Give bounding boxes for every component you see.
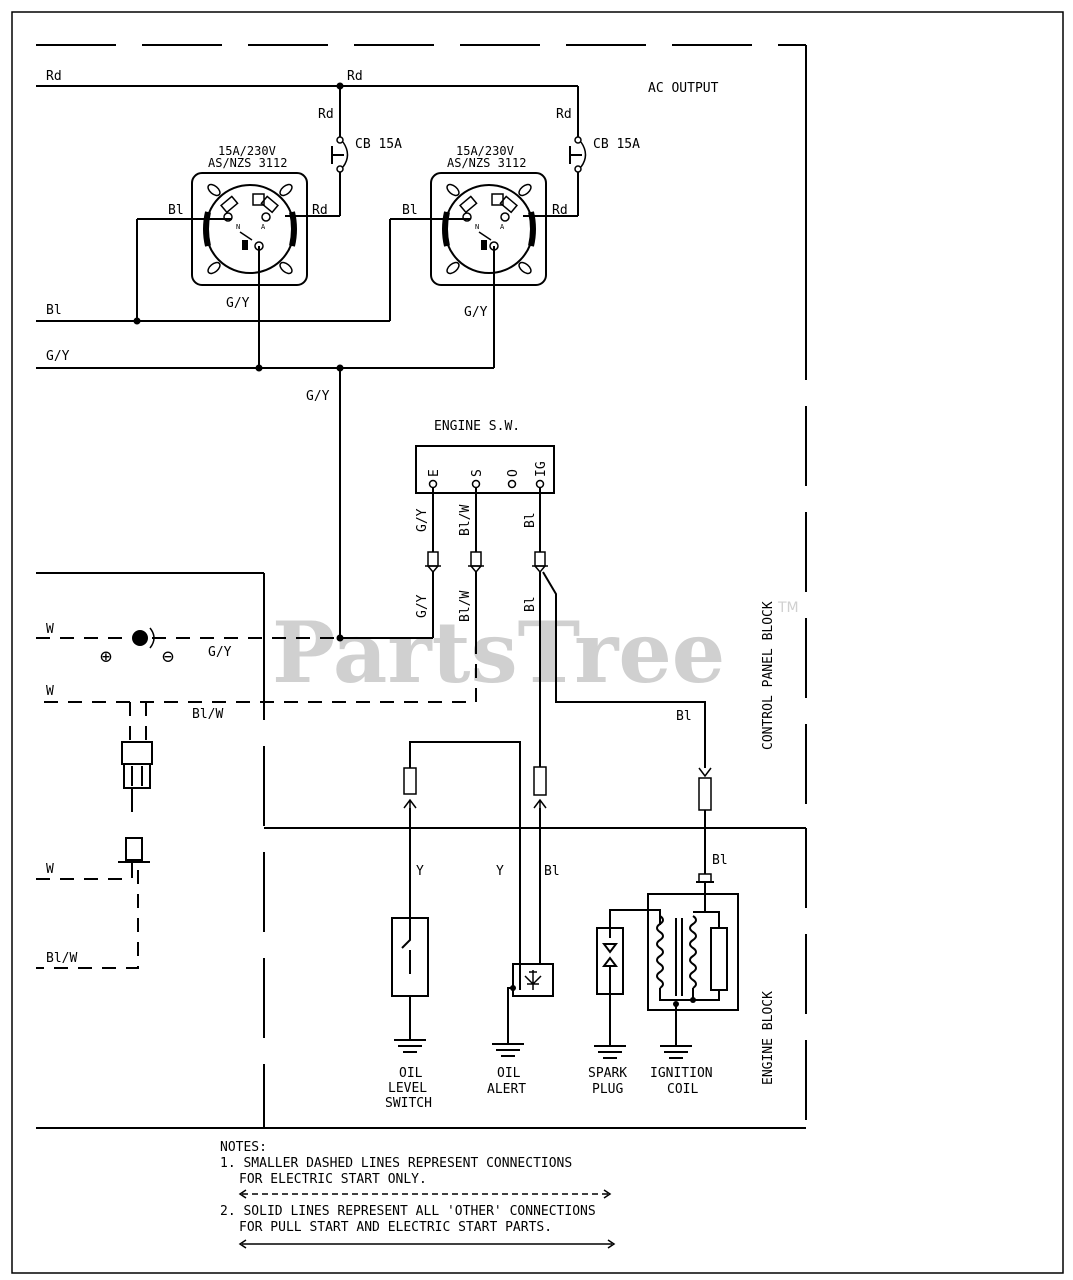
cb1-label: CB 15A xyxy=(355,137,402,152)
wire-label-w-1: W xyxy=(46,622,54,637)
outer-frame xyxy=(11,11,1064,1274)
wire-label-rd-1: Rd xyxy=(46,69,62,84)
circuit-breaker-1: CB 15A xyxy=(331,136,402,173)
outlet-1-pin-n: N xyxy=(236,223,240,231)
watermark: PartsTree xyxy=(272,603,725,702)
block-boundaries xyxy=(36,44,807,1129)
battery-plus: ⊕ xyxy=(100,644,112,668)
outlet-2-pin-a: A xyxy=(500,223,505,231)
wire-label-bl-4: Bl xyxy=(523,512,538,528)
terminal-o: O xyxy=(506,469,521,477)
oil-level-switch-label-2: LEVEL xyxy=(388,1081,427,1096)
wire-label-blw-3: Bl/W xyxy=(192,707,223,722)
wire-label-gy-1: G/Y xyxy=(226,296,250,311)
wire-label-blw-1: Bl/W xyxy=(458,505,473,536)
note-2-line-1: 2. SOLID LINES REPRESENT ALL 'OTHER' CON… xyxy=(220,1204,596,1219)
cb2-label: CB 15A xyxy=(593,137,640,152)
circuit-breaker-2: CB 15A xyxy=(569,136,640,173)
battery-minus: ⊖ xyxy=(162,644,174,668)
wire-label-y-2: Y xyxy=(496,864,504,879)
ignition-coil-label-2: COIL xyxy=(667,1082,698,1097)
ignition-coil xyxy=(647,893,739,1059)
notes: NOTES: 1. SMALLER DASHED LINES REPRESENT… xyxy=(220,1140,616,1249)
wire-label-gy-4: G/Y xyxy=(306,389,330,404)
wire-label-gy-7: G/Y xyxy=(208,645,232,660)
wire-label-bl-1: Bl xyxy=(168,203,184,218)
wire-label-bl-5: Bl xyxy=(523,596,538,612)
watermark-tm: TM xyxy=(777,600,799,616)
oil-alert-label-1: OIL xyxy=(497,1066,521,1081)
switch-leads xyxy=(36,488,706,768)
engine-block-label: ENGINE BLOCK xyxy=(761,991,776,1085)
ignition-coil-label-1: IGNITION xyxy=(650,1066,713,1081)
outlet-2-rating: 15A/230V xyxy=(456,144,514,158)
wire-label-bl-6: Bl xyxy=(676,709,692,724)
oil-level-switch xyxy=(391,741,521,1053)
terminal-e: E xyxy=(427,469,442,477)
wire-label-blw-2: Bl/W xyxy=(458,591,473,622)
outlet-1-standard: AS/NZS 3112 xyxy=(208,156,287,170)
engine-switch-title: ENGINE S.W. xyxy=(434,419,520,434)
note-1-line-2: FOR ELECTRIC START ONLY. xyxy=(239,1172,427,1187)
engine-switch: ENGINE S.W. E S O IG xyxy=(415,419,555,494)
wire-label-w-3: W xyxy=(46,862,54,877)
wire-label-rd-4: Rd xyxy=(556,107,572,122)
outlet-2-standard: AS/NZS 3112 xyxy=(447,156,526,170)
outlet-1-rating: 15A/230V xyxy=(218,144,276,158)
wire-label-gy-3: G/Y xyxy=(46,349,70,364)
wire-label-blw-4: Bl/W xyxy=(46,951,77,966)
notes-heading: NOTES: xyxy=(220,1140,267,1155)
battery-area: ⊕ ⊖ xyxy=(36,627,340,969)
terminal-ig: IG xyxy=(534,461,549,477)
wire-label-bl-2: Bl xyxy=(402,203,418,218)
wire-label-rd-3: Rd xyxy=(318,107,334,122)
spark-plug xyxy=(594,909,661,1059)
oil-level-switch-label-3: SWITCH xyxy=(385,1096,432,1111)
wire-label-gy-6: G/Y xyxy=(415,594,430,618)
ac-output-wiring xyxy=(36,82,579,638)
wire-label-bl-8: Bl xyxy=(712,853,728,868)
outlet-2: N A xyxy=(430,172,547,286)
oil-alert-label-2: ALERT xyxy=(487,1082,526,1097)
wire-label-rd-6: Rd xyxy=(552,203,568,218)
wire-label-w-2: W xyxy=(46,684,54,699)
oil-level-switch-label-1: OIL xyxy=(399,1066,423,1081)
wire-label-rd-5: Rd xyxy=(312,203,328,218)
note-2-line-2: FOR PULL START AND ELECTRIC START PARTS. xyxy=(239,1220,552,1235)
wire-label-bl-3: Bl xyxy=(46,303,62,318)
oil-alert xyxy=(492,766,554,1057)
wire-label-gy-5: G/Y xyxy=(415,508,430,532)
outlet-1-pin-a: A xyxy=(261,223,266,231)
ignition-lead xyxy=(696,767,714,894)
note-1-line-1: 1. SMALLER DASHED LINES REPRESENT CONNEC… xyxy=(220,1156,572,1171)
wire-label-rd-2: Rd xyxy=(347,69,363,84)
ac-output-label: AC OUTPUT xyxy=(648,81,719,96)
outlet-2-pin-n: N xyxy=(475,223,479,231)
terminal-s: S xyxy=(470,469,485,477)
wire-label-bl-7: Bl xyxy=(544,864,560,879)
wire-label-gy-2: G/Y xyxy=(464,305,488,320)
control-panel-block-label: CONTROL PANEL BLOCK xyxy=(761,601,776,750)
spark-plug-label-2: PLUG xyxy=(592,1082,623,1097)
wire-label-y-1: Y xyxy=(416,864,424,879)
outlet-1: N A xyxy=(191,172,308,286)
spark-plug-label-1: SPARK xyxy=(588,1066,627,1081)
